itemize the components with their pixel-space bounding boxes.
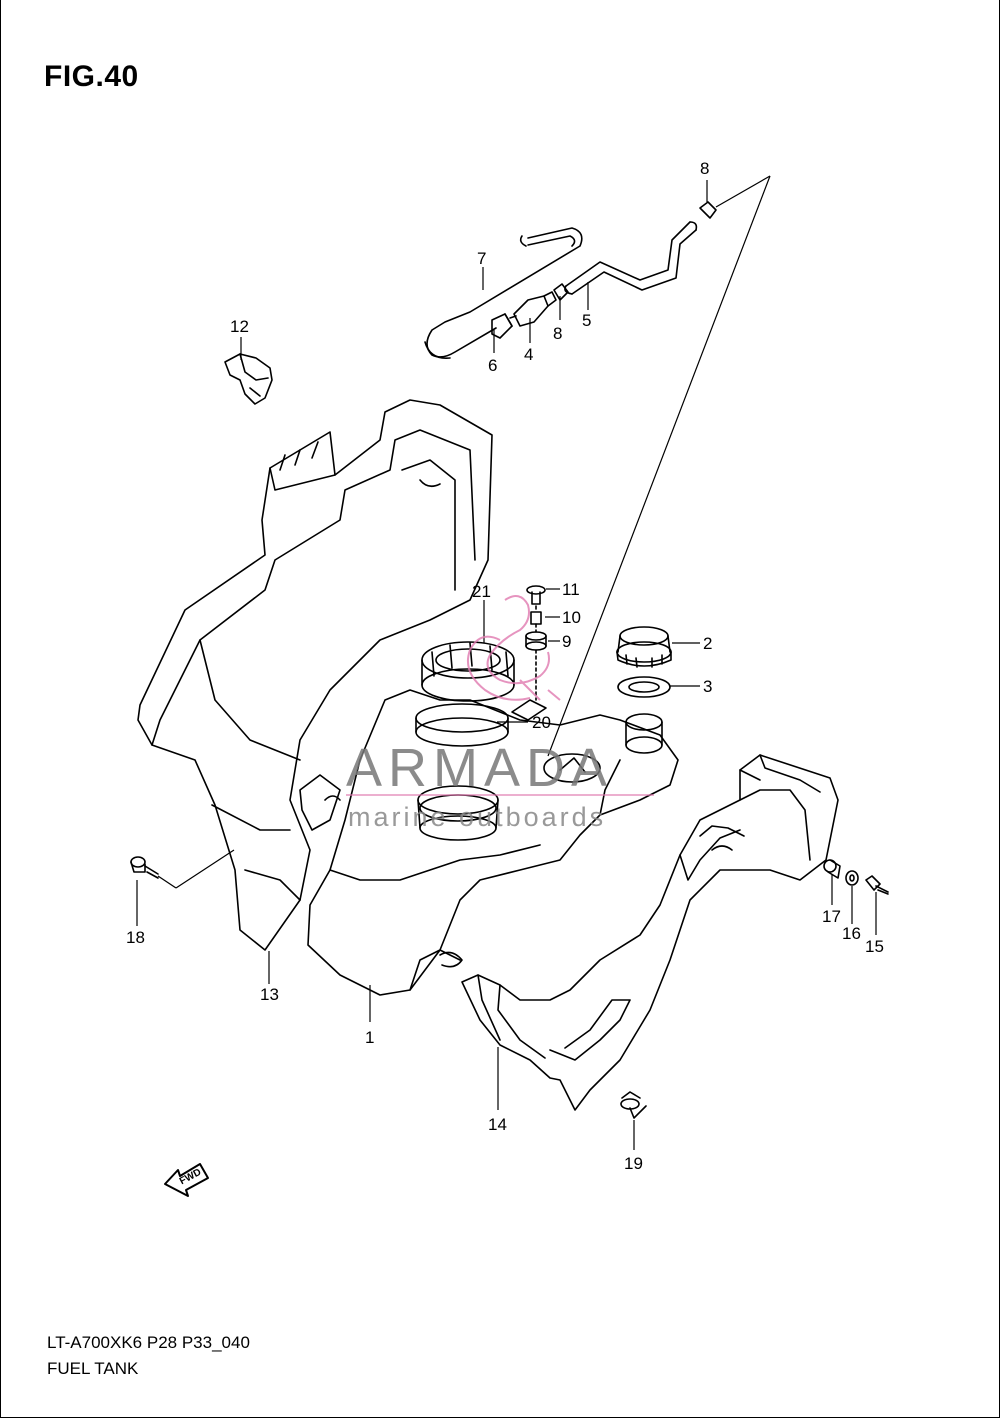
part-3-cap-gasket (617, 676, 671, 698)
part-19-rivet (620, 1091, 647, 1119)
part-2-fuel-cap (616, 626, 672, 668)
callout-14: 14 (488, 1115, 507, 1134)
callout-6: 6 (488, 356, 497, 375)
part-18-bolt (130, 856, 159, 879)
callout-16: 16 (842, 924, 861, 943)
callout-19: 19 (624, 1154, 643, 1173)
part-13-left-shroud (137, 399, 493, 951)
callout-15: 15 (865, 937, 884, 956)
callout-5: 5 (582, 311, 591, 330)
callout-9: 9 (562, 632, 571, 651)
callout-7: 7 (477, 249, 486, 268)
part-14-right-bracket (461, 754, 839, 1111)
callout-13: 13 (260, 985, 279, 1004)
part-17-collar (823, 859, 841, 879)
part-10-collar (530, 611, 542, 625)
callout-18: 18 (126, 928, 145, 947)
part-16-washer (845, 870, 859, 886)
callout-1: 1 (365, 1028, 374, 1047)
callout-4: 4 (524, 345, 533, 364)
part-11-screw (526, 585, 546, 605)
callout-10: 10 (562, 608, 581, 627)
callout-3: 3 (703, 677, 712, 696)
part-4-fitting (509, 291, 557, 327)
part-8-clip-upper (699, 201, 717, 219)
callout-20: 20 (532, 713, 551, 732)
part-7-hose (424, 227, 583, 359)
watermark-tagline: marine outboards (348, 802, 606, 832)
callout-8-lower: 8 (553, 324, 562, 343)
callout-11: 11 (562, 580, 580, 599)
callout-21: 21 (472, 582, 491, 601)
callout-12: 12 (230, 317, 249, 336)
fwd-label: FWD (178, 1167, 203, 1187)
callout-2: 2 (703, 634, 712, 653)
callout-17: 17 (822, 907, 841, 926)
watermark-brand: ARMADA (346, 738, 613, 798)
model-code: LT-A700XK6 P28 P33_040 (47, 1333, 250, 1352)
part-1-fuel-tank (307, 689, 679, 996)
section-name: FUEL TANK (47, 1359, 139, 1378)
figure-title: FIG.40 (44, 60, 139, 93)
part-12-clamp (224, 353, 273, 405)
part-20-plate (511, 699, 547, 721)
part-5-breather-hose (564, 221, 698, 295)
part-15-bolt (865, 875, 889, 895)
part-20-gasket (415, 703, 509, 747)
part-9-grommet (525, 631, 547, 651)
callout-8-upper: 8 (700, 159, 709, 178)
part-21-lock-ring (421, 641, 515, 702)
watermark-logo-icon (466, 595, 561, 701)
fwd-arrow-icon (164, 1163, 209, 1197)
watermark: ARMADA marine outboards (346, 595, 654, 832)
part-6-valve (491, 313, 513, 339)
